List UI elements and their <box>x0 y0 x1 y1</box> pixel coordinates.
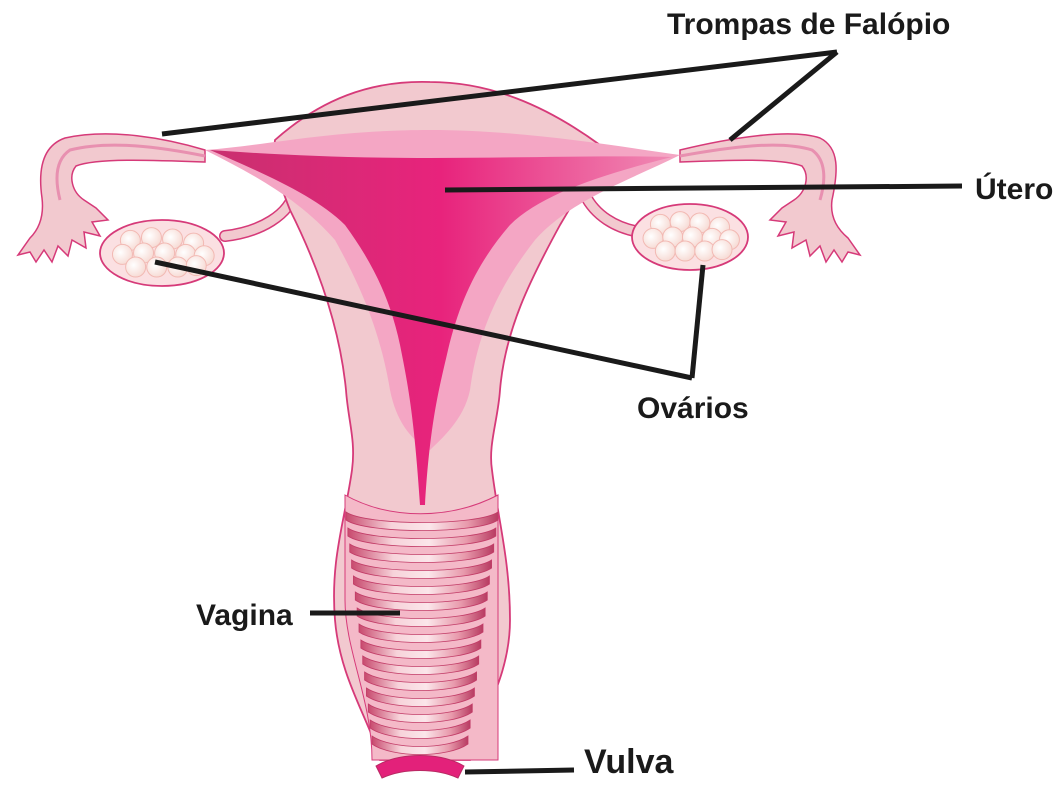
leader-line-vulva <box>465 770 574 772</box>
vagina-rings <box>345 495 498 760</box>
left-ovary <box>100 220 224 286</box>
right-ovary <box>632 204 748 270</box>
ovary-follicle <box>675 241 695 261</box>
label-uterus: Útero <box>975 175 1053 205</box>
label-vulva: Vulva <box>584 745 673 779</box>
label-vagina: Vagina <box>196 601 293 631</box>
leader-line-ovary-right <box>692 265 703 378</box>
label-fallopian-tubes: Trompas de Falópio <box>667 10 950 40</box>
ovary-follicle <box>655 241 675 261</box>
ovary-follicle <box>712 240 732 260</box>
ovary-follicle <box>126 257 146 277</box>
label-ovaries: Ovários <box>637 394 749 424</box>
